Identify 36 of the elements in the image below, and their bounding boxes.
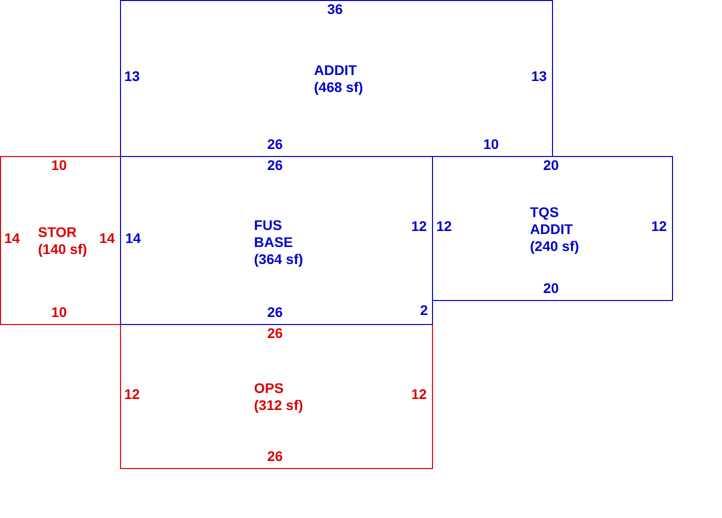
dimension-label: 20 — [543, 157, 559, 173]
dimension-label: 12 — [411, 386, 427, 402]
dimension-label: 12 — [651, 218, 667, 234]
dimension-label: 13 — [124, 68, 140, 84]
area-label: (468 sf) — [314, 79, 364, 96]
dimension-label: 12 — [124, 386, 140, 402]
room-outline — [120, 156, 433, 325]
room-name: FUS BASE — [254, 217, 294, 251]
dimension-label: 10 — [483, 136, 499, 152]
dimension-label: 13 — [531, 68, 547, 84]
dimension-label: 14 — [4, 230, 20, 246]
room-name: TQS ADDIT — [530, 204, 574, 238]
dimension-label: 14 — [125, 230, 141, 246]
dimension-label: 36 — [327, 1, 343, 17]
dimension-label: 12 — [436, 218, 452, 234]
dimension-label: 26 — [267, 325, 283, 341]
dimension-label: 26 — [267, 157, 283, 173]
dimension-label: 26 — [267, 136, 283, 152]
area-label: (140 sf) — [38, 241, 88, 258]
dimension-label: 10 — [51, 304, 67, 320]
room-outline — [120, 324, 433, 469]
dimension-label: 20 — [543, 280, 559, 296]
area-label: (240 sf) — [530, 238, 580, 255]
dimension-label: 26 — [267, 448, 283, 464]
area-label: (364 sf) — [254, 251, 304, 268]
room-name: ADDIT — [314, 62, 358, 79]
room-outline — [0, 156, 121, 325]
dimension-label: 12 — [411, 218, 427, 234]
room-outline — [432, 156, 673, 301]
area-label: (312 sf) — [254, 397, 304, 414]
dimension-label: 10 — [51, 157, 67, 173]
dimension-label: 2 — [420, 302, 428, 318]
dimension-label: 14 — [99, 230, 115, 246]
dimension-label: 26 — [267, 304, 283, 320]
room-outline — [120, 0, 553, 157]
room-name: OPS — [254, 380, 285, 397]
